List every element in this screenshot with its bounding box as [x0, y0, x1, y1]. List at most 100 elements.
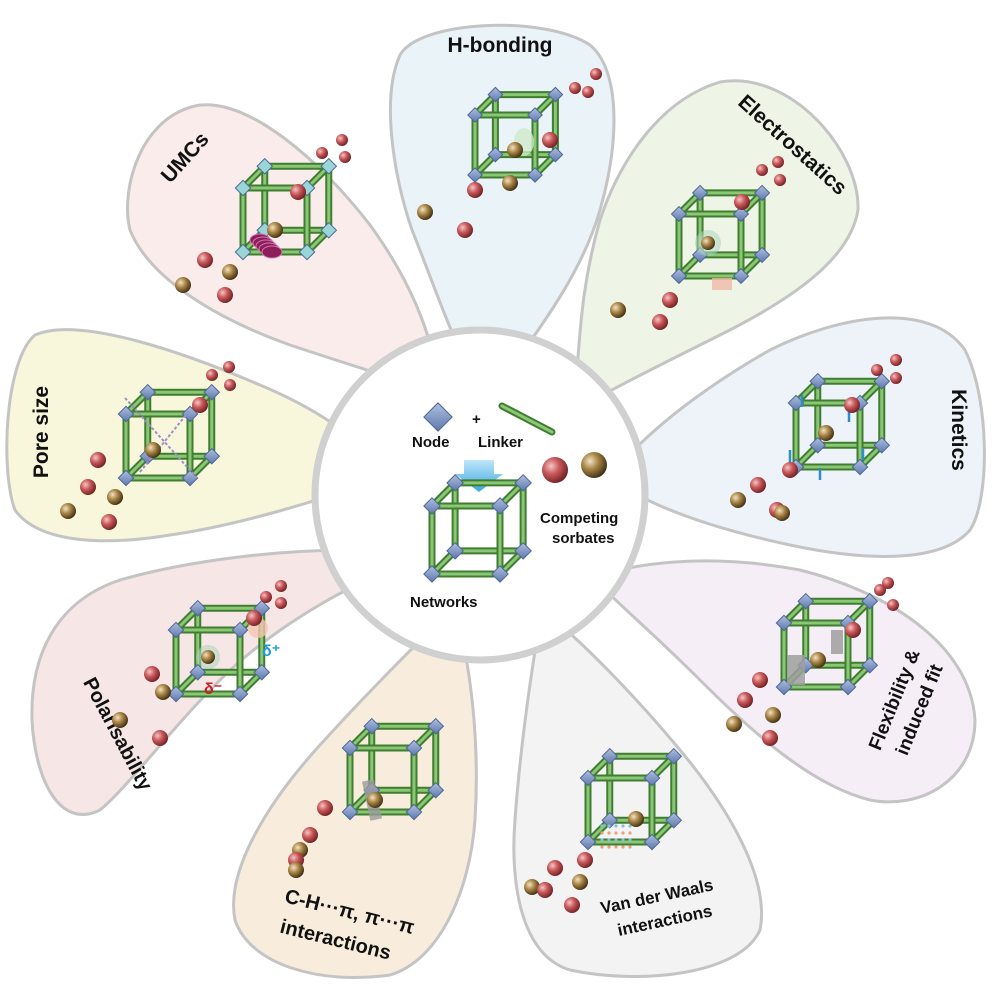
red-sorbate	[90, 452, 106, 468]
petal-title-pore-size: Pore size	[30, 386, 53, 478]
vdw-dot	[614, 824, 618, 828]
node-diamond	[231, 685, 249, 703]
node-diamond	[753, 184, 771, 202]
node-diamond	[861, 656, 879, 674]
flexible-panel	[787, 655, 805, 685]
node-diamond	[167, 621, 185, 639]
cube-h-bonding	[467, 86, 564, 183]
node-diamond	[527, 167, 543, 183]
gold-sorbate	[507, 142, 523, 158]
vdw-dot	[600, 838, 604, 842]
node-label: Node	[412, 434, 450, 451]
red-sorbate	[582, 86, 594, 98]
linker-rod-highlight	[500, 404, 554, 434]
red-sorbate	[762, 730, 778, 746]
red-sorbate	[845, 622, 861, 638]
node-diamond	[491, 497, 509, 515]
node-diamond	[117, 405, 135, 423]
vdw-dot	[600, 824, 604, 828]
red-sorbate	[467, 182, 483, 198]
cube-polarisability	[167, 599, 271, 703]
node-diamond	[809, 436, 827, 454]
node-diamond	[670, 205, 688, 223]
center-network-cube	[423, 473, 533, 583]
node-diamond	[851, 458, 869, 476]
node-diamond	[446, 473, 465, 492]
center-red-sorbate	[542, 457, 568, 483]
vdw-dot	[607, 838, 611, 842]
node-diamond	[797, 592, 815, 610]
red-sorbate	[290, 184, 306, 200]
node-diamond	[405, 803, 423, 821]
red-sorbate	[144, 666, 160, 682]
node-diamond	[253, 663, 271, 681]
red-sorbate	[275, 597, 287, 609]
vdw-dot	[614, 831, 618, 835]
gold-sorbate	[810, 652, 826, 668]
node-diamond	[320, 221, 338, 239]
gold-sorbate	[222, 264, 238, 280]
node-diamond	[732, 267, 750, 285]
node-diamond	[256, 157, 274, 175]
cube-electrostatics	[670, 184, 771, 285]
red-sorbate	[871, 364, 883, 376]
red-sorbate	[275, 580, 287, 592]
red-sorbate	[197, 252, 213, 268]
red-sorbate	[734, 194, 750, 210]
node-diamond	[665, 747, 683, 765]
node-diamond	[579, 769, 597, 787]
flexible-panel	[831, 630, 843, 654]
node-diamond	[691, 184, 709, 202]
networks-label: Networks	[410, 594, 478, 611]
red-sorbate	[844, 397, 860, 413]
gold-sorbate	[267, 222, 283, 238]
sorbates-label-2: sorbates	[552, 530, 615, 547]
red-sorbate	[192, 397, 208, 413]
gold-sorbate	[572, 874, 588, 890]
gold-sorbate	[145, 442, 161, 458]
red-sorbate	[577, 852, 593, 868]
red-sorbate	[80, 479, 96, 495]
charge-patch	[712, 278, 732, 290]
node-diamond	[547, 146, 564, 163]
red-sorbate	[662, 292, 678, 308]
gold-sorbate	[502, 175, 518, 191]
gold-sorbate	[818, 425, 834, 441]
node-diamond	[427, 717, 445, 735]
red-sorbate	[569, 82, 581, 94]
node-diamond	[189, 599, 207, 617]
vdw-dot	[628, 831, 632, 835]
red-sorbate	[101, 514, 117, 530]
gold-sorbate	[175, 277, 191, 293]
node-diamond	[189, 663, 207, 681]
node-diamond	[643, 833, 661, 851]
vdw-dot	[607, 824, 611, 828]
node-diamond	[665, 811, 683, 829]
red-sorbate	[336, 134, 348, 146]
red-sorbate	[302, 827, 318, 843]
node-diamond	[861, 592, 879, 610]
red-sorbate	[316, 147, 328, 159]
node-diamond	[514, 473, 533, 492]
node-diamond	[601, 747, 619, 765]
gold-sorbate	[107, 489, 123, 505]
node-diamond	[873, 436, 891, 454]
gold-sorbate	[628, 811, 644, 827]
node-diamond	[167, 685, 185, 703]
center-legend: Node + Linker Networks Competing sorbate…	[410, 411, 618, 611]
gold-sorbate	[730, 492, 746, 508]
vdw-dot	[628, 824, 632, 828]
node-diamond	[298, 243, 316, 261]
red-sorbate	[887, 599, 899, 611]
node-diamond	[320, 157, 338, 175]
petal-polarisability: Polarisability	[30, 548, 392, 816]
node-diamond	[423, 402, 453, 432]
cube-ch-pi	[341, 717, 445, 821]
gold-sorbate	[726, 716, 742, 732]
node-diamond	[363, 717, 381, 735]
node-diamond	[579, 833, 597, 851]
down-arrow-icon	[455, 460, 503, 492]
gold-sorbate	[701, 236, 715, 250]
vdw-dot	[621, 824, 625, 828]
center-ring	[311, 326, 649, 664]
